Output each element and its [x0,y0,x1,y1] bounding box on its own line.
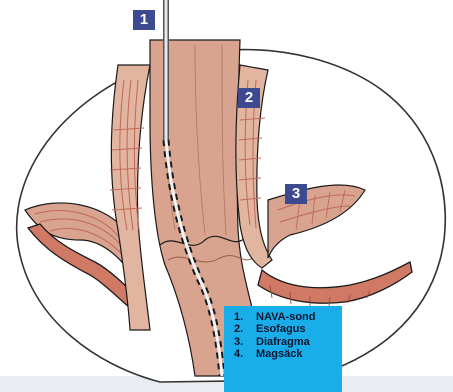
legend-label: NAVA-sond [256,311,338,323]
legend-item: 1. NAVA-sond [234,311,338,323]
legend-number: 2. [234,323,256,335]
legend-label: Magsäck [256,348,338,360]
marker-3: 3 [285,184,307,204]
marker-1: 1 [133,10,155,30]
legend-label: Diafragma [256,336,338,348]
marker-2: 2 [238,88,260,108]
legend-item: 2. Esofagus [234,323,338,335]
legend-number: 3. [234,336,256,348]
legend-item: 4. Magsäck [234,348,338,360]
legend-label: Esofagus [256,323,338,335]
legend-number: 1. [234,311,256,323]
legend-item: 3. Diafragma [234,336,338,348]
legend-box: 1. NAVA-sond 2. Esofagus 3. Diafragma 4.… [224,306,342,392]
legend-number: 4. [234,348,256,360]
